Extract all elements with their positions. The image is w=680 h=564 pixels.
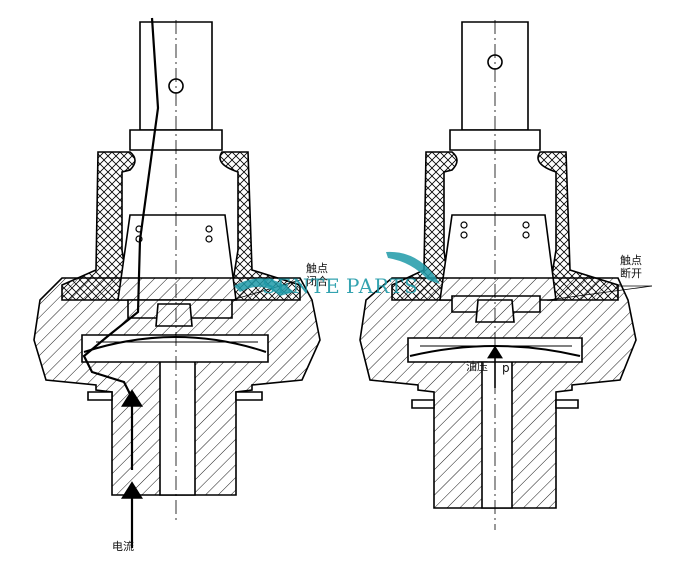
left-current-path	[82, 17, 160, 399]
left-contact-label: 触点 闭合	[306, 262, 328, 288]
watermark-sente: SENTE	[262, 274, 341, 298]
current-label: 电流	[112, 540, 134, 553]
watermark-swoosh-2	[386, 251, 440, 284]
left-flange-right	[235, 391, 263, 401]
left-flange-left	[87, 391, 113, 401]
pressure-symbol-label: p	[502, 361, 510, 375]
left-chamber	[81, 334, 269, 363]
oil-pressure-label: 油压	[466, 360, 488, 373]
left-switch	[33, 17, 321, 548]
right-bore	[481, 359, 513, 509]
right-contact-leader	[547, 285, 653, 301]
right-flange-right	[555, 399, 579, 409]
left-diaphragm	[83, 336, 267, 353]
right-switch	[359, 20, 653, 530]
right-flange-left	[411, 399, 435, 409]
watermark-parts: PARTS	[346, 274, 419, 298]
watermark-swoosh	[234, 278, 294, 296]
left-bore	[159, 359, 196, 496]
right-contact-label: 触点 断开	[620, 254, 642, 280]
left-contact-leader	[231, 279, 301, 301]
